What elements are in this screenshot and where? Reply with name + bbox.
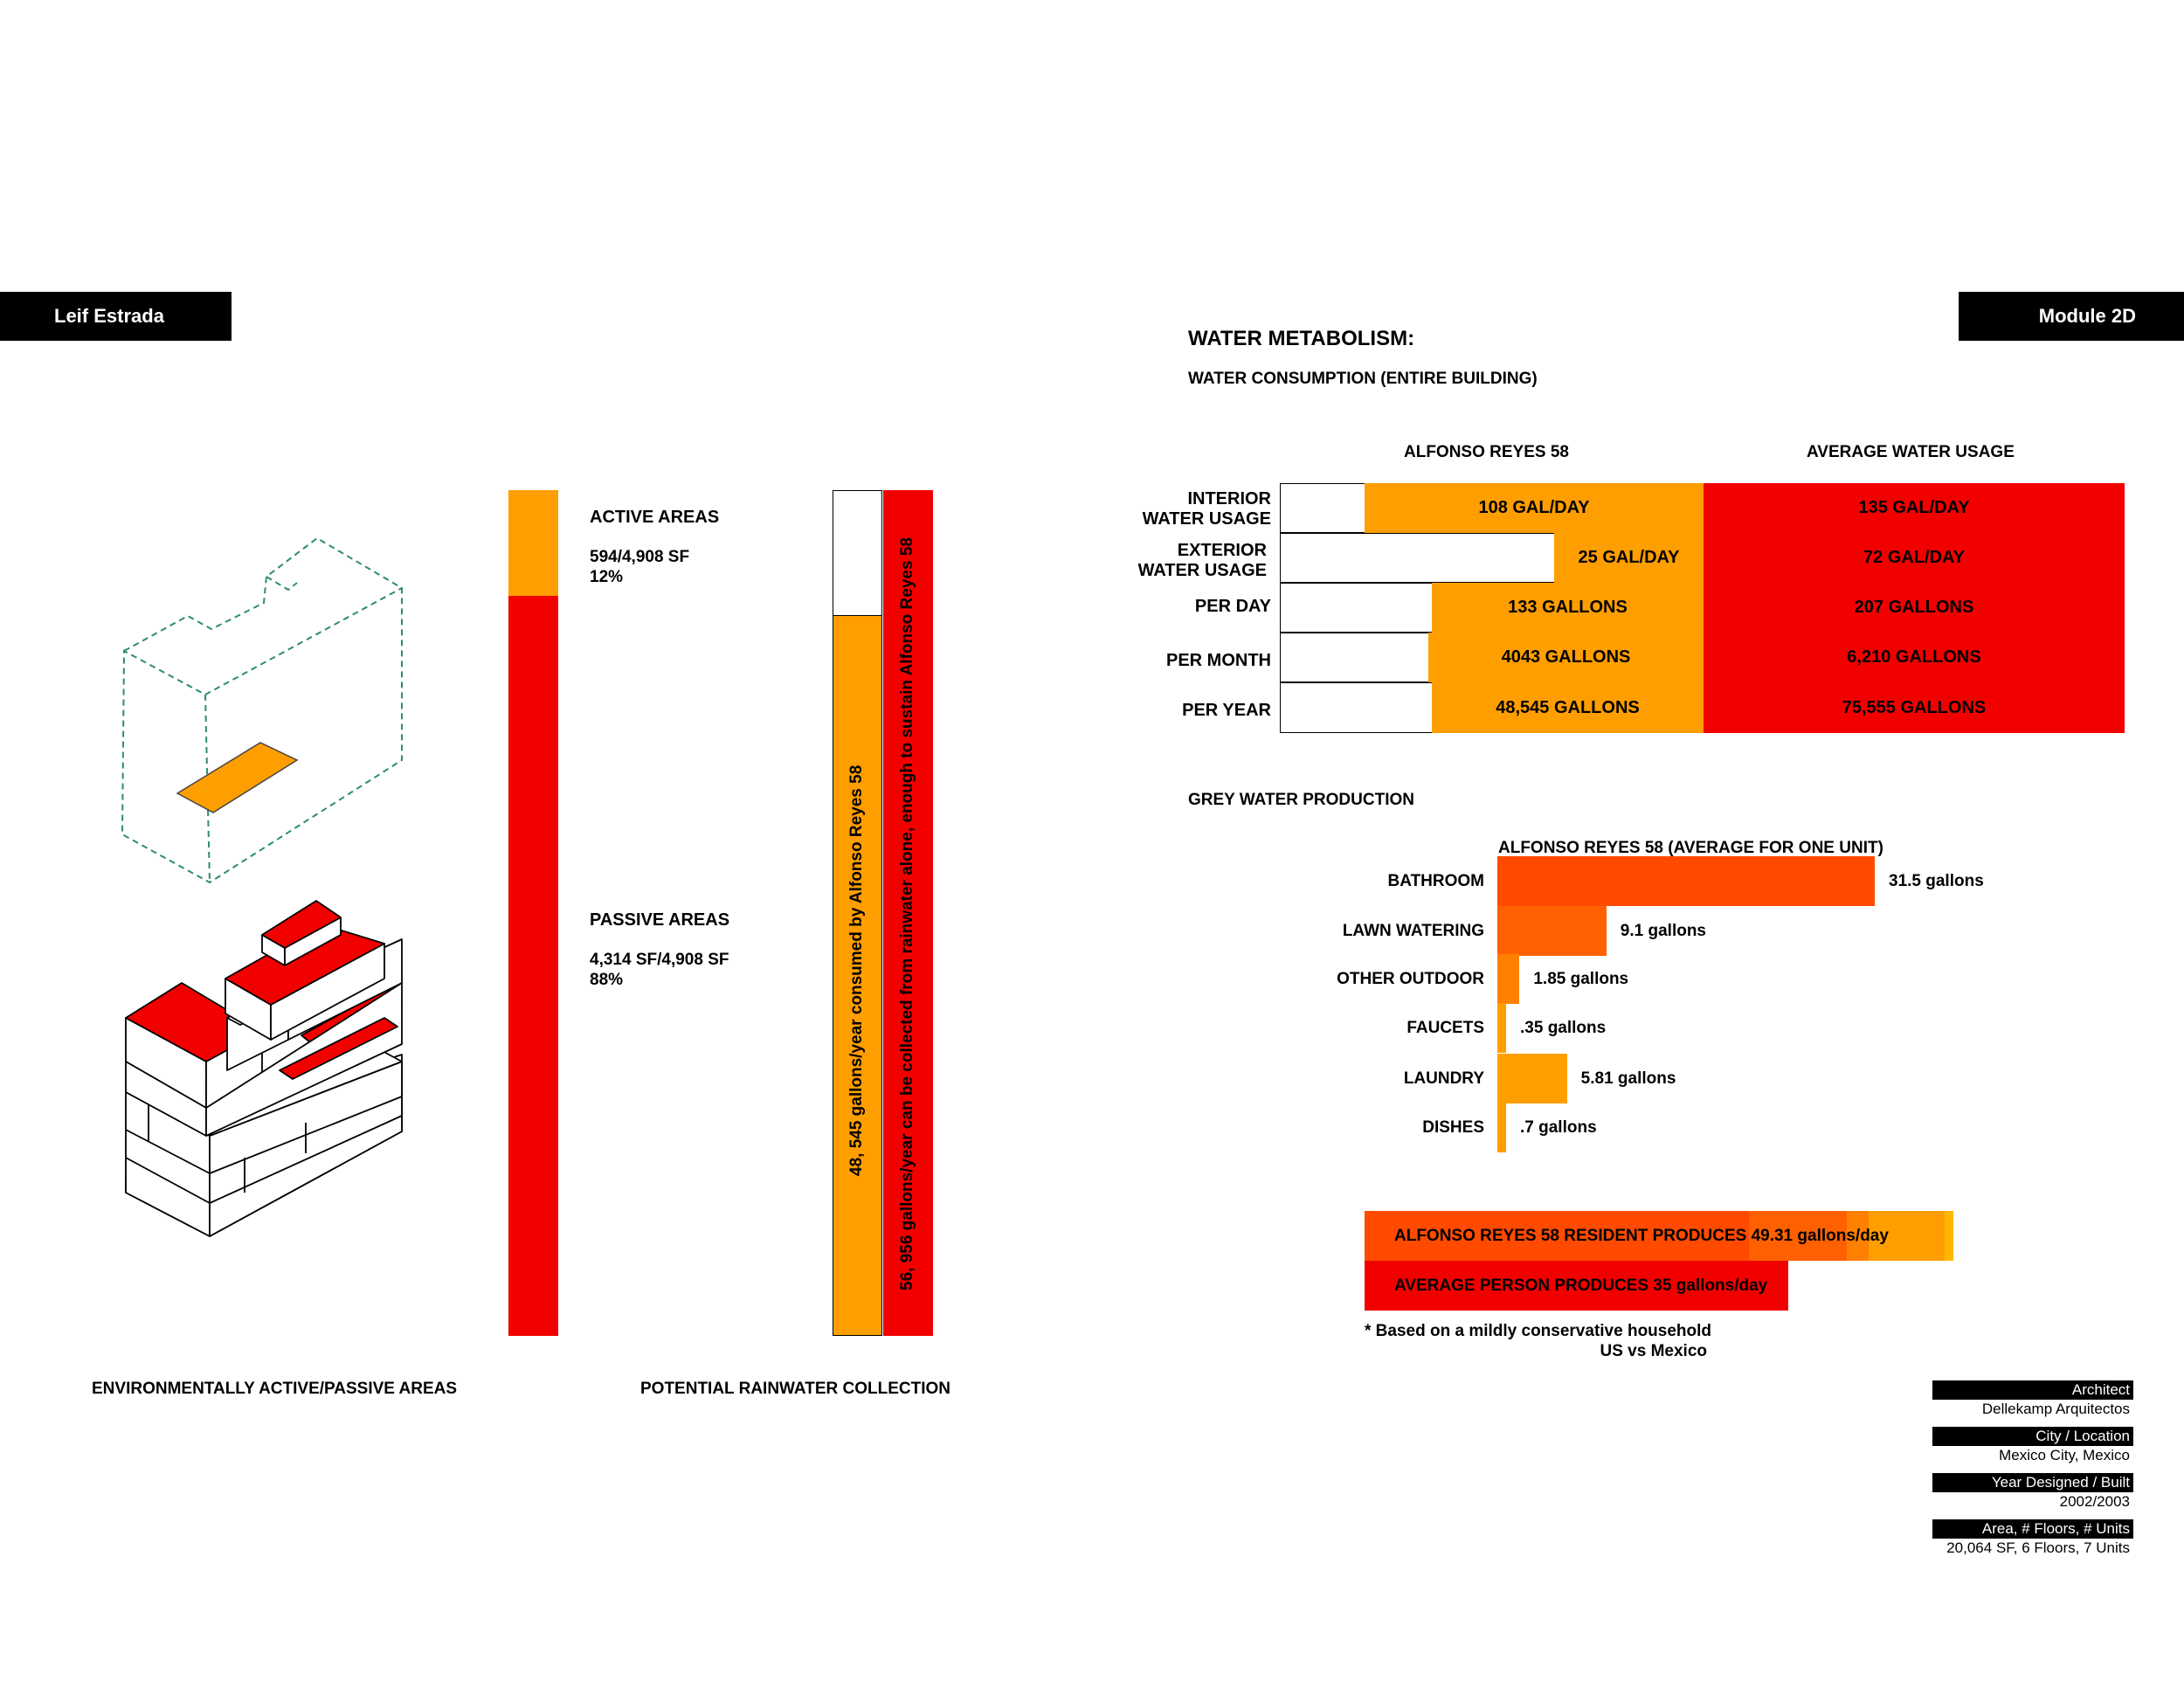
passive-area-diagram: [125, 900, 403, 1237]
water-subtitle: WATER CONSUMPTION (ENTIRE BUILDING): [1188, 370, 1538, 388]
active-passive-bar: [508, 490, 558, 1336]
a-cell-per-day: 133 GALLONS: [1432, 583, 1704, 633]
project-info: Architect Dellekamp Arquitectos City / L…: [1932, 1380, 2133, 1556]
row-label-exterior: EXTERIOR WATER USAGE: [1092, 541, 1267, 581]
rainwater-consumed-fill: [833, 615, 881, 1335]
passive-areas-pct: 88%: [590, 971, 624, 989]
col-b-header: AVERAGE WATER USAGE: [1807, 443, 2015, 461]
info-area-label: Area, # Floors, # Units: [1932, 1519, 2133, 1539]
grey-value: 31.5 gallons: [1889, 872, 1984, 890]
note-line-2: US vs Mexico: [1600, 1342, 1708, 1360]
col-a-header: ALFONSO REYES 58: [1404, 443, 1569, 461]
module-tag: Module 2D: [1959, 292, 2184, 341]
info-architect-value: Dellekamp Arquitectos: [1981, 1401, 2130, 1417]
b-cell-interior: 135 GAL/DAY: [1858, 498, 1970, 517]
a-cell-per-month: 4043 GALLONS: [1428, 633, 1704, 682]
grey-title: GREY WATER PRODUCTION: [1188, 791, 1414, 809]
resident-seg-1: [1365, 1211, 1749, 1261]
a-cell-per-year: 48,545 GALLONS: [1432, 682, 1704, 733]
row-label-per-month: PER MONTH: [1096, 651, 1271, 671]
b-cell-per-day: 207 GALLONS: [1854, 598, 1974, 617]
row-label-per-year: PER YEAR: [1096, 701, 1271, 721]
rainwater-consumed-text: 48, 545 gallons/year consumed by Alfonso…: [847, 764, 866, 1176]
row-label-line1: PER YEAR: [1182, 701, 1271, 720]
resident-total-label: ALFONSO REYES 58 RESIDENT PRODUCES 49.31…: [1394, 1226, 1889, 1245]
module-label: Module 2D: [2038, 305, 2136, 327]
info-city-value: Mexico City, Mexico: [1999, 1447, 2130, 1463]
passive-segment: [508, 596, 558, 1336]
info-area-value: 20,064 SF, 6 Floors, 7 Units: [1946, 1539, 2130, 1556]
row-label-line2: WATER USAGE: [1137, 561, 1267, 580]
average-column: [1704, 483, 2125, 733]
row-label-line1: INTERIOR: [1187, 489, 1271, 508]
average-total-bar: AVERAGE PERSON PRODUCES 35 gallons/day: [1365, 1261, 1788, 1311]
grey-bar: [1497, 855, 1875, 906]
grey-bar: [1497, 1002, 1506, 1053]
row-label-line1: EXTERIOR: [1177, 541, 1267, 560]
row-label-interior: INTERIOR WATER USAGE: [1096, 489, 1271, 529]
row-label-line1: PER MONTH: [1166, 651, 1271, 670]
grey-label: FAUCETS: [1406, 1019, 1484, 1037]
grey-value: 1.85 gallons: [1533, 970, 1629, 988]
author-name: Leif Estrada: [54, 305, 164, 327]
active-areas-value: 594/4,908 SF: [590, 548, 690, 566]
row-label-per-day: PER DAY: [1096, 597, 1271, 617]
grey-bar: [1497, 1102, 1506, 1152]
a-cell-interior: 108 GAL/DAY: [1365, 483, 1704, 533]
grey-label: BATHROOM: [1387, 872, 1484, 890]
resident-seg-2: [1749, 1211, 1847, 1261]
grey-bar: [1497, 953, 1520, 1004]
active-area-diagram: [121, 536, 403, 884]
grey-label: DISHES: [1422, 1118, 1484, 1137]
average-total-label: AVERAGE PERSON PRODUCES 35 gallons/day: [1394, 1276, 1768, 1295]
grey-label: OTHER OUTDOOR: [1337, 970, 1484, 988]
author-tag: Leif Estrada: [0, 292, 232, 341]
active-areas-pct: 12%: [590, 568, 624, 586]
consumption-table: 108 GAL/DAY 25 GAL/DAY 133 GALLONS 4043 …: [1280, 483, 2125, 733]
grey-subtitle: ALFONSO REYES 58 (AVERAGE FOR ONE UNIT): [1498, 839, 1883, 857]
row-label-line1: PER DAY: [1194, 597, 1271, 616]
info-year-label: Year Designed / Built: [1932, 1473, 2133, 1492]
passive-areas-value: 4,314 SF/4,908 SF: [590, 951, 729, 969]
b-cell-per-month: 6,210 GALLONS: [1847, 647, 1981, 667]
active-area-slab: [176, 742, 299, 813]
b-cell-exterior: 72 GAL/DAY: [1863, 548, 1965, 567]
passive-areas-label: PASSIVE AREAS: [590, 910, 730, 930]
b-cell-per-year: 75,555 GALLONS: [1842, 697, 1987, 717]
info-architect-label: Architect: [1932, 1380, 2133, 1400]
resident-seg-4: [1869, 1211, 1945, 1261]
grey-label: LAUNDRY: [1403, 1069, 1484, 1088]
info-city-label: City / Location: [1932, 1427, 2133, 1446]
areas-caption: ENVIRONMENTALLY ACTIVE/PASSIVE AREAS: [92, 1380, 458, 1398]
grey-value: 5.81 gallons: [1580, 1069, 1676, 1088]
active-areas-label: ACTIVE AREAS: [590, 508, 720, 527]
grey-bar: [1497, 1053, 1567, 1103]
rainwater-collected-text: 56, 956 gallons/year can be collected fr…: [898, 537, 916, 1290]
note-line-1: * Based on a mildly conservative househo…: [1365, 1322, 1712, 1340]
rainwater-consumed-bar: [833, 490, 882, 1336]
resident-seg-3: [1847, 1211, 1869, 1261]
grey-value: 9.1 gallons: [1620, 922, 1706, 940]
resident-seg-5: [1945, 1211, 1953, 1261]
water-title: WATER METABOLISM:: [1188, 327, 1415, 350]
row-label-line2: WATER USAGE: [1142, 509, 1271, 529]
grey-value: .35 gallons: [1520, 1019, 1607, 1037]
rainwater-collected-bar: [883, 490, 933, 1336]
active-segment: [508, 490, 558, 596]
rainwater-caption: POTENTIAL RAINWATER COLLECTION: [640, 1380, 951, 1398]
grey-label: LAWN WATERING: [1342, 922, 1484, 940]
grey-bar: [1497, 905, 1607, 956]
a-cell-exterior: 25 GAL/DAY: [1554, 533, 1704, 583]
grey-value: .7 gallons: [1520, 1118, 1597, 1137]
info-year-value: 2002/2003: [2059, 1493, 2130, 1510]
